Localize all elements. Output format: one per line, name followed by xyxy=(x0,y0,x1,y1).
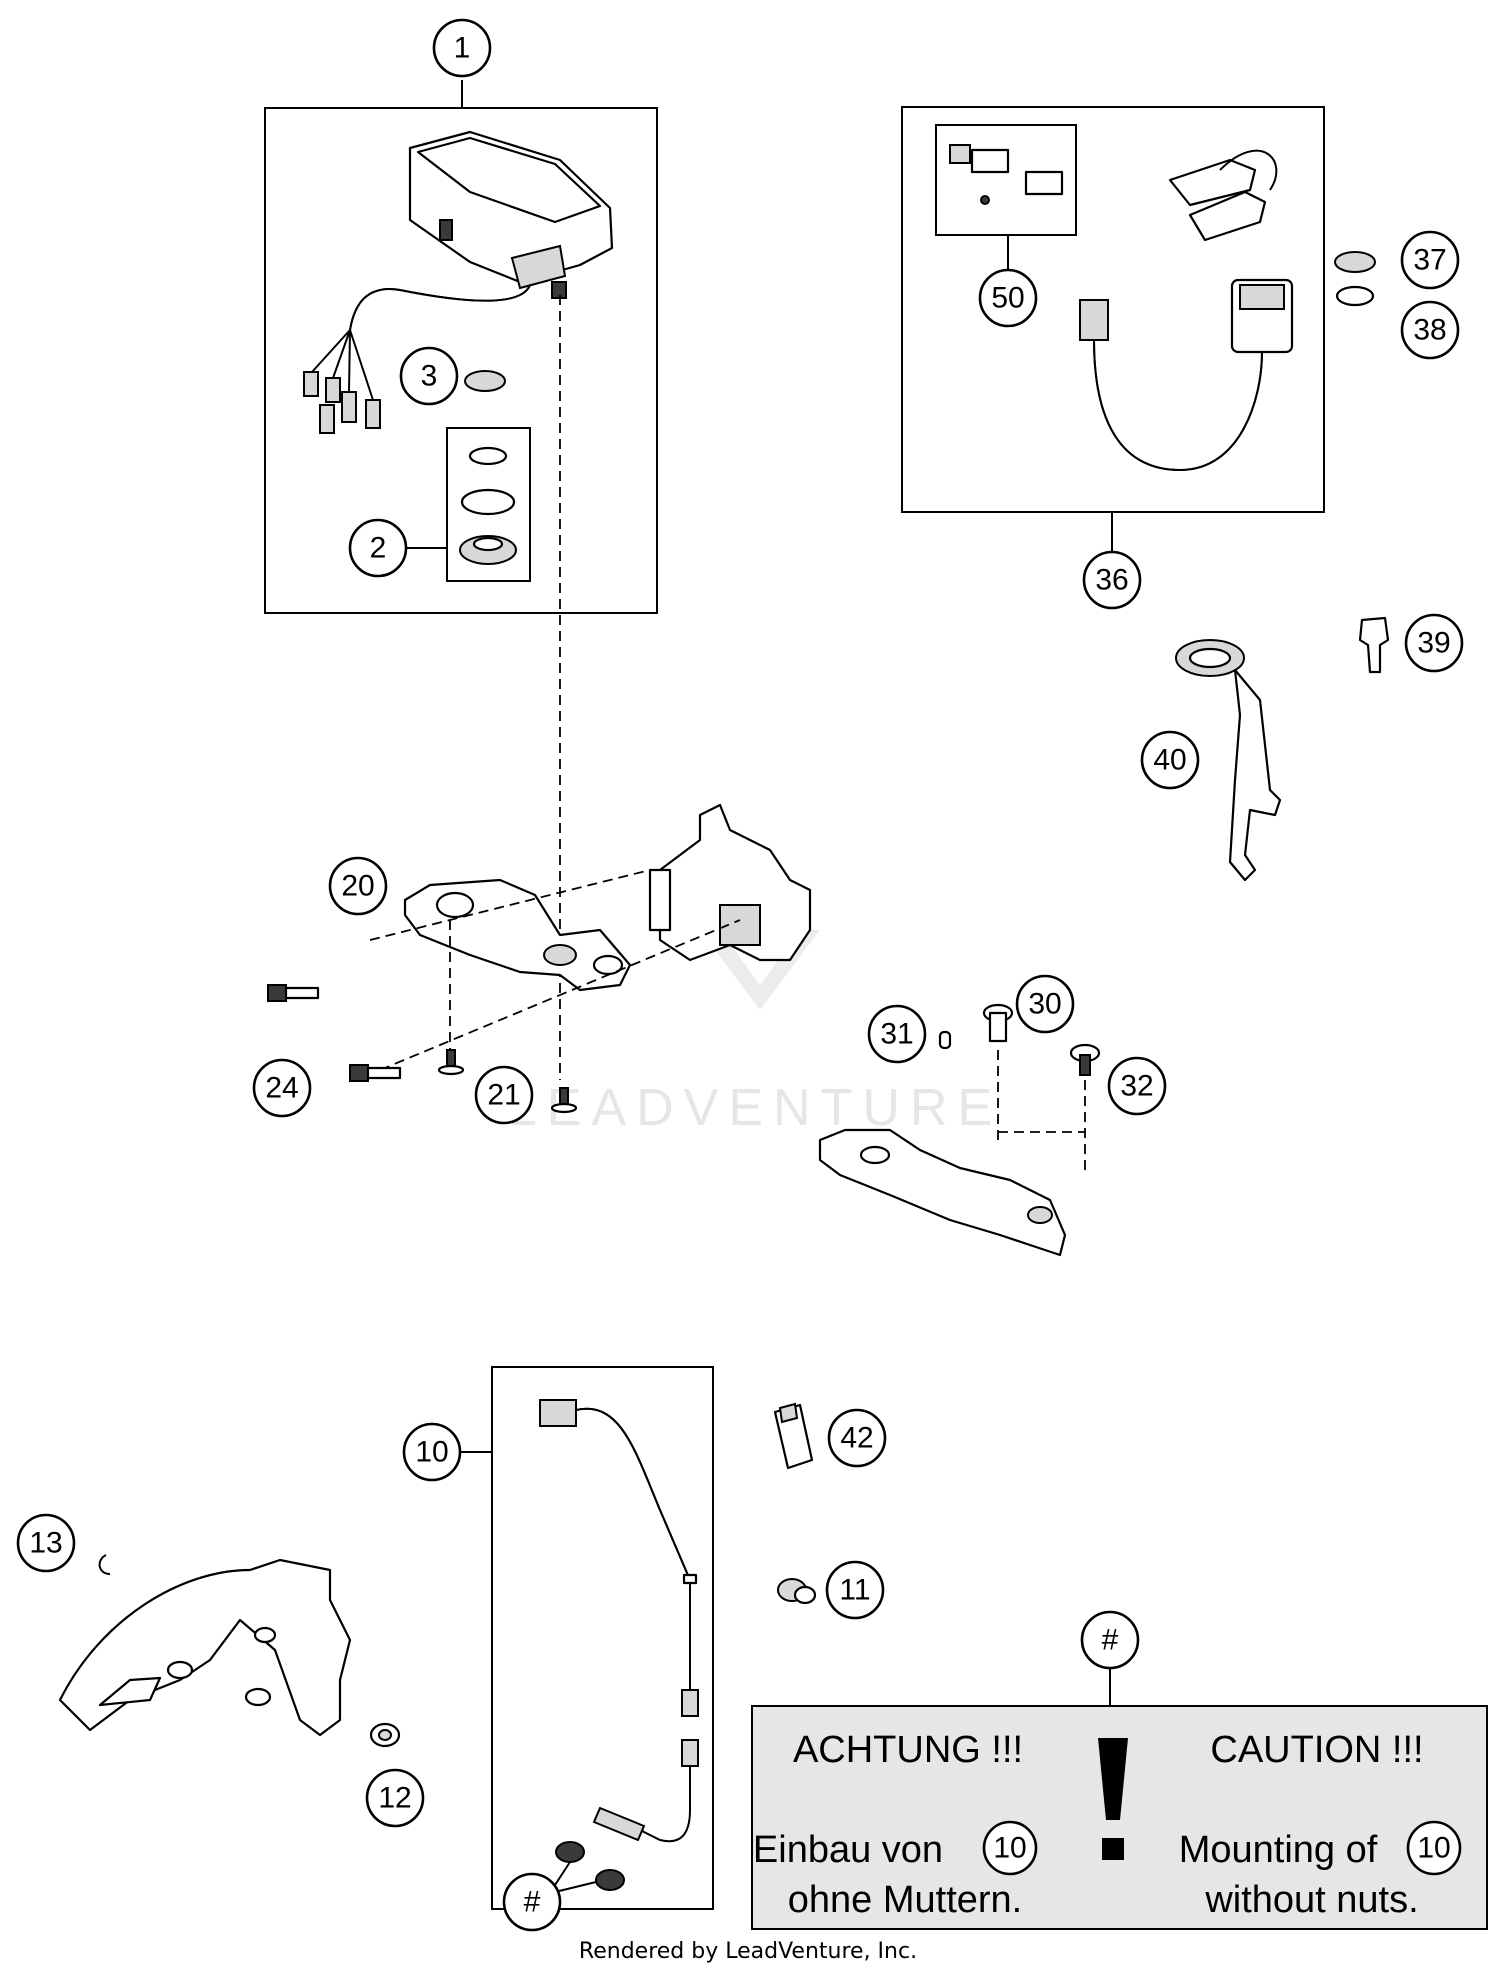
instrument-cluster[interactable] xyxy=(408,130,614,299)
callout-hash-top[interactable]: # xyxy=(1080,1610,1140,1670)
nut-12 xyxy=(369,1722,401,1748)
callout-42[interactable]: 42 xyxy=(827,1408,887,1468)
svg-text:40: 40 xyxy=(1153,744,1186,777)
svg-text:1: 1 xyxy=(454,32,471,65)
lower-clamp-view xyxy=(818,1128,1067,1257)
callout-10[interactable]: 10 xyxy=(402,1422,462,1482)
callout-30[interactable]: 30 xyxy=(1015,974,1075,1034)
caution-en-ref: 10 xyxy=(1406,1820,1462,1876)
svg-text:39: 39 xyxy=(1417,627,1450,660)
key-blank xyxy=(1358,616,1390,674)
svg-text:12: 12 xyxy=(378,1782,411,1815)
callout-36[interactable]: 36 xyxy=(1082,550,1142,610)
rivet-32 xyxy=(1069,1043,1101,1076)
headlight-bracket xyxy=(648,803,812,962)
screw-21-b xyxy=(550,1087,578,1114)
svg-text:10: 10 xyxy=(1417,1832,1450,1865)
dashboard-kit-box xyxy=(264,107,658,614)
bolt-24-upper xyxy=(267,984,320,1002)
plug-30 xyxy=(982,1003,1014,1043)
svg-text:20: 20 xyxy=(341,870,374,903)
callout-24[interactable]: 24 xyxy=(252,1058,312,1118)
svg-text:36: 36 xyxy=(1095,564,1128,597)
svg-text:50: 50 xyxy=(991,282,1024,315)
group-ignition: 50 37 38 36 xyxy=(901,106,1460,610)
screw-21-a xyxy=(437,1049,465,1076)
svg-text:2: 2 xyxy=(370,532,387,565)
callout-21[interactable]: 21 xyxy=(474,1065,534,1125)
clip-42 xyxy=(773,1402,814,1470)
cover-cap xyxy=(464,370,506,392)
caution-panel: ACHTUNG !!! CAUTION !!! Einbau von 10 oh… xyxy=(751,1705,1488,1930)
watermark-text: LEADVENTURE xyxy=(508,1079,1002,1137)
ignition-keys xyxy=(1168,149,1278,242)
caution-de-ref: 10 xyxy=(982,1820,1038,1876)
svg-text:32: 32 xyxy=(1120,1070,1153,1103)
nuts xyxy=(555,1841,625,1891)
callout-31[interactable]: 31 xyxy=(867,1004,927,1064)
callout-2[interactable]: 2 xyxy=(348,518,408,578)
svg-text:31: 31 xyxy=(880,1018,913,1051)
caution-de-title: ACHTUNG !!! xyxy=(793,1729,1023,1771)
sensor-kit-box xyxy=(491,1366,714,1910)
svg-text:13: 13 xyxy=(29,1527,62,1560)
callout-12[interactable]: 12 xyxy=(365,1768,425,1828)
callout-hash-bottom[interactable]: # xyxy=(502,1872,562,1932)
callout-37[interactable]: 37 xyxy=(1400,230,1460,290)
mount-kit-box xyxy=(446,427,531,582)
callout-20[interactable]: 20 xyxy=(328,856,388,916)
ignition-switch[interactable] xyxy=(1079,278,1294,472)
caution-de-line2: ohne Muttern. xyxy=(788,1879,1022,1921)
callout-39[interactable]: 39 xyxy=(1404,613,1464,673)
upper-triple-clamp[interactable] xyxy=(403,878,632,992)
bolt-24-lower xyxy=(349,1064,402,1082)
svg-text:38: 38 xyxy=(1413,314,1446,347)
callout-1[interactable]: 1 xyxy=(432,18,492,78)
caution-en-line2: without nuts. xyxy=(1204,1879,1418,1921)
callout-3[interactable]: 3 xyxy=(399,346,459,406)
lock-cylinder xyxy=(949,144,1064,205)
speed-sensor-cable[interactable] xyxy=(539,1399,699,1843)
callout-40[interactable]: 40 xyxy=(1140,730,1200,790)
bulb xyxy=(938,1030,952,1050)
sensor-disc xyxy=(58,1554,352,1737)
lock-cylinder-box xyxy=(935,124,1077,236)
svg-text:10: 10 xyxy=(415,1436,448,1469)
svg-text:24: 24 xyxy=(265,1072,298,1105)
callout-11[interactable]: 11 xyxy=(825,1560,885,1620)
svg-text:#: # xyxy=(524,1886,541,1919)
svg-text:3: 3 xyxy=(421,360,438,393)
connector-plugs xyxy=(303,329,381,434)
svg-text:30: 30 xyxy=(1028,988,1061,1021)
callout-32[interactable]: 32 xyxy=(1107,1056,1167,1116)
callout-13[interactable]: 13 xyxy=(16,1513,76,1573)
svg-text:#: # xyxy=(1102,1624,1119,1657)
caution-en-line1: Mounting of xyxy=(1179,1829,1378,1871)
caution-en-title: CAUTION !!! xyxy=(1210,1729,1423,1771)
ignition-bracket xyxy=(1175,639,1282,882)
washer xyxy=(1335,285,1375,307)
svg-text:42: 42 xyxy=(840,1422,873,1455)
caution-de-line1: Einbau von xyxy=(753,1829,943,1871)
clip-11 xyxy=(777,1578,817,1605)
group-speed-sensor: # 10 xyxy=(402,1366,714,1932)
svg-text:37: 37 xyxy=(1413,244,1446,277)
nut-ring xyxy=(1334,251,1376,273)
svg-text:11: 11 xyxy=(839,1574,870,1607)
footer-credit: Rendered by LeadVenture, Inc. xyxy=(579,1939,917,1964)
group-dashboard: 1 3 2 xyxy=(264,18,658,614)
callout-38[interactable]: 38 xyxy=(1400,300,1460,360)
svg-text:10: 10 xyxy=(993,1832,1026,1865)
callout-50[interactable]: 50 xyxy=(978,268,1038,328)
exclamation-icon xyxy=(1098,1738,1128,1860)
svg-text:21: 21 xyxy=(487,1079,520,1112)
